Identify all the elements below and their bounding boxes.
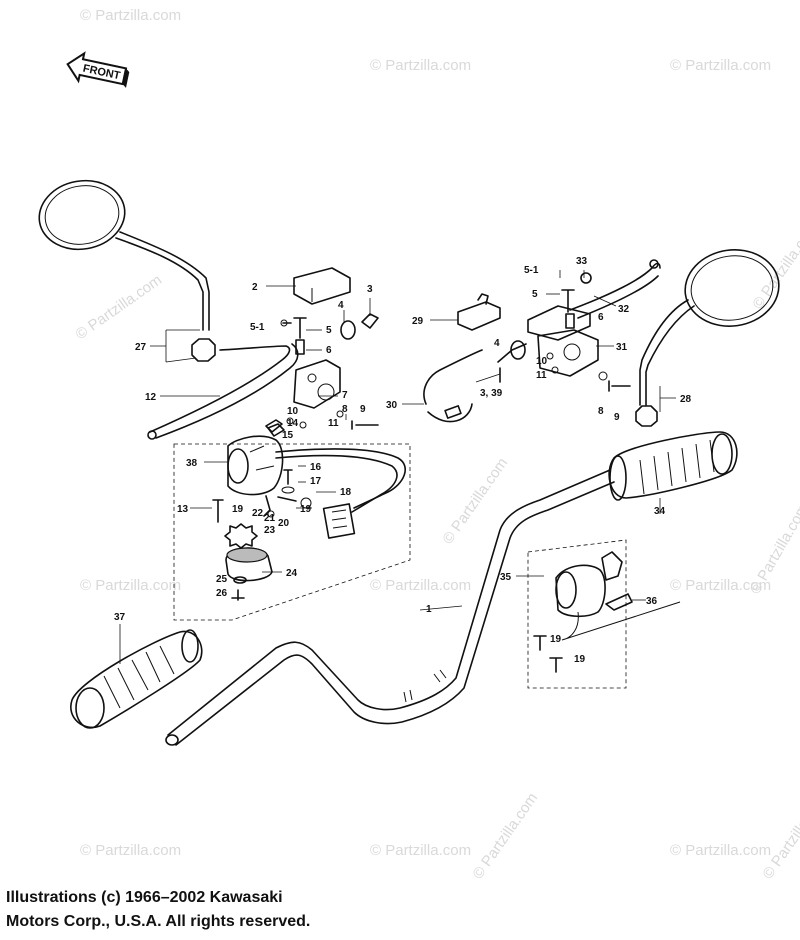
left-grip (70, 629, 203, 729)
watermarks: © Partzilla.com © Partzilla.com © Partzi… (73, 7, 800, 882)
right-master-cylinder (497, 272, 631, 392)
handlebar (165, 469, 615, 746)
watermark: © Partzilla.com (439, 455, 511, 548)
watermark: © Partzilla.com (469, 790, 541, 883)
callout-11: 11 (328, 418, 339, 429)
brake-switch-29 (457, 293, 501, 331)
callout-19: 19 (550, 634, 562, 645)
callout-6: 6 (326, 345, 332, 356)
copyright-notice: Illustrations (c) 1966–2002 Kawasaki Mot… (6, 886, 506, 934)
callout-21: 21 (264, 513, 276, 524)
watermark: © Partzilla.com (80, 7, 181, 24)
callout-8: 8 (598, 406, 604, 417)
watermark: © Partzilla.com (747, 501, 800, 597)
watermark: © Partzilla.com (749, 220, 800, 313)
callout-14: 14 (287, 418, 299, 429)
callout-17: 17 (310, 476, 322, 487)
right-switch-housing (527, 539, 681, 689)
callout-25: 25 (216, 574, 228, 585)
front-arrow-icon: FRONT (66, 51, 130, 88)
callout-23: 23 (264, 525, 276, 536)
callout-28: 28 (680, 394, 692, 405)
callout-5-1: 5-1 (250, 322, 265, 333)
right-mirror (635, 249, 780, 427)
callout-19: 19 (574, 654, 586, 665)
callout-5: 5 (326, 325, 332, 336)
copyright-line-1: Illustrations (c) 1966–2002 Kawasaki (6, 889, 283, 906)
callout-26: 26 (216, 588, 228, 599)
callout-5: 5 (532, 289, 538, 300)
watermark: © Partzilla.com (370, 842, 471, 859)
callout-5-1: 5-1 (524, 265, 539, 276)
left-switch-housing (173, 423, 411, 621)
small-hardware (265, 313, 379, 433)
callout-9: 9 (614, 412, 620, 423)
watermark: © Partzilla.com (670, 57, 771, 74)
callout-24: 24 (286, 568, 298, 579)
callout-32: 32 (618, 304, 630, 315)
callout-19: 19 (300, 504, 312, 515)
watermark: © Partzilla.com (370, 57, 471, 74)
callout-10: 10 (536, 356, 548, 367)
callout-37: 37 (114, 612, 126, 623)
watermark: © Partzilla.com (73, 271, 166, 343)
callout-38: 38 (186, 458, 198, 469)
copyright-line-2: Motors Corp., U.S.A. All rights reserved… (6, 913, 311, 930)
watermark: © Partzilla.com (370, 577, 471, 594)
cable-30 (423, 349, 483, 423)
right-brake-lever (569, 259, 661, 319)
callout-3: 3 (367, 284, 373, 295)
callout-19: 19 (232, 504, 244, 515)
callout-12: 12 (145, 392, 157, 403)
left-clutch-lever (147, 343, 299, 440)
callout-31: 31 (616, 342, 628, 353)
callout-16: 16 (310, 462, 322, 473)
callout-33: 33 (576, 256, 588, 267)
callout-20: 20 (278, 518, 290, 529)
watermark: © Partzilla.com (670, 577, 771, 594)
right-grip (608, 431, 738, 501)
callout-2: 2 (252, 282, 258, 293)
left-mirror (38, 179, 216, 362)
leader-lines (119, 270, 676, 664)
callout-9: 9 (360, 404, 366, 415)
callout-36: 36 (646, 596, 658, 607)
callout-8: 8 (342, 404, 348, 415)
callout-15: 15 (282, 430, 294, 441)
callout-27: 27 (135, 342, 147, 353)
callout-10: 10 (287, 406, 299, 417)
callout-34: 34 (654, 506, 666, 517)
callout-4: 4 (494, 338, 500, 349)
callout-6: 6 (598, 312, 604, 323)
callout-22: 22 (252, 508, 264, 519)
callout-labels: 2 3 4 5 5-1 6 7 8 9 10 11 12 13 14 15 16… (114, 256, 692, 665)
callout-1: 1 (426, 604, 432, 615)
watermark: © Partzilla.com (670, 842, 771, 859)
watermark: © Partzilla.com (759, 790, 800, 883)
switch-box-2 (293, 267, 351, 305)
callout-11: 11 (536, 370, 547, 381)
callout-13: 13 (177, 504, 189, 515)
callout-7: 7 (342, 390, 348, 401)
callout-4: 4 (338, 300, 344, 311)
callout-29: 29 (412, 316, 424, 327)
watermark: © Partzilla.com (80, 577, 181, 594)
callout-3-39: 3, 39 (480, 388, 503, 399)
left-lever-holder (293, 359, 341, 409)
callout-30: 30 (386, 400, 398, 411)
watermark: © Partzilla.com (80, 842, 181, 859)
callout-18: 18 (340, 487, 352, 498)
callout-35: 35 (500, 572, 512, 583)
